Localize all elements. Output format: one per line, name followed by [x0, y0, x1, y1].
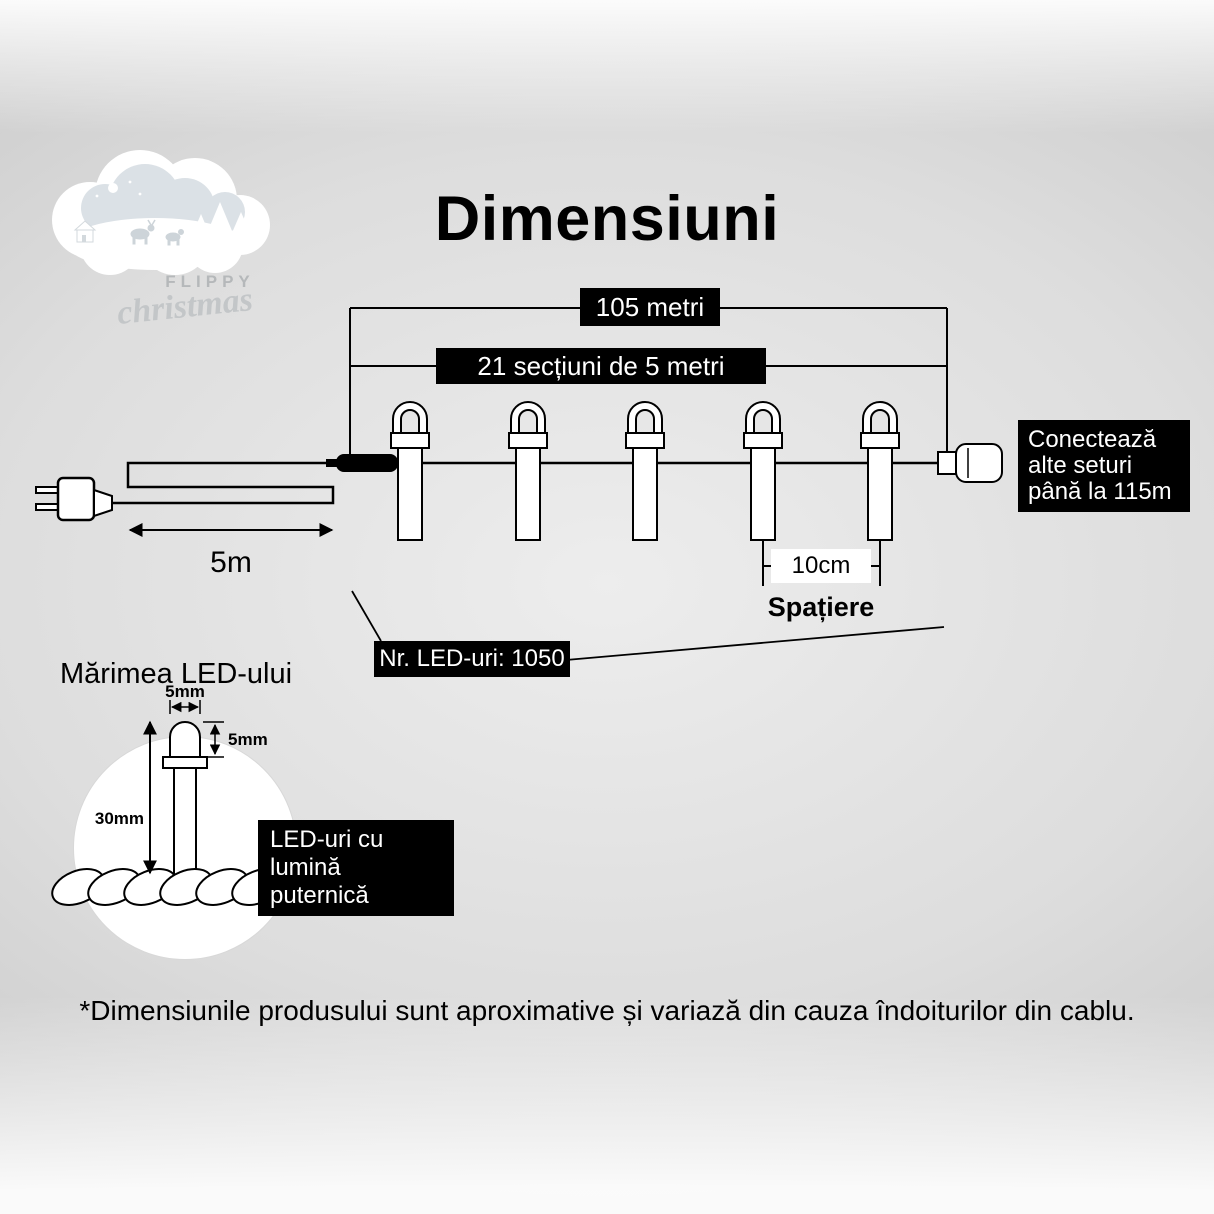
led-note-box: LED-uri cu lumină puternică: [258, 820, 454, 916]
connect-note-line1: Conectează: [1028, 426, 1157, 453]
logo-brand-script: christmas: [115, 280, 255, 333]
disclaimer-footnote: *Dimensiunile produsului sunt aproximati…: [79, 995, 1135, 1026]
led-total-height-label: 30mm: [94, 809, 144, 828]
connect-note-line2: alte seturi: [1028, 452, 1133, 479]
logo-cloud-scene: [52, 150, 270, 275]
brand-logo: FLIPPY christmas: [35, 150, 275, 350]
sections-label: 21 secțiuni de 5 metri: [436, 348, 766, 384]
led-size-heading: Mărimea LED-ului: [60, 658, 293, 690]
led-note-line1: LED-uri cu lumină: [270, 826, 384, 881]
leader-left: [351, 590, 382, 642]
total-length-label: 105 metri: [580, 288, 720, 326]
page-title: Dimensiuni: [434, 184, 780, 254]
leader-right: [565, 626, 945, 661]
logo-trees: [190, 202, 254, 242]
led-count-label: Nr. LED-uri: 1050: [374, 641, 570, 677]
adapter-tip: [326, 459, 338, 467]
connect-note-box: Conectează alte seturi până la 115m: [1018, 420, 1190, 512]
led-height-label: 5mm: [228, 730, 268, 749]
spacing-value-label: 10cm: [771, 549, 871, 583]
logo-brand-name: FLIPPY: [165, 272, 255, 291]
end-connector-icon: [937, 443, 1003, 483]
led-note-line2: puternică: [270, 882, 369, 909]
inline-adapter-icon: [336, 454, 398, 472]
connect-note-line3: până la 115m: [1028, 478, 1172, 505]
led-width-label: 5mm: [165, 682, 205, 701]
logo-house: [73, 220, 97, 243]
logo-deer: [130, 219, 184, 246]
power-plug-icon: [35, 476, 113, 522]
lead-length-label: 5m: [210, 546, 252, 579]
lead-wire: [112, 461, 350, 505]
spacing-label: Spațiere: [767, 592, 875, 622]
